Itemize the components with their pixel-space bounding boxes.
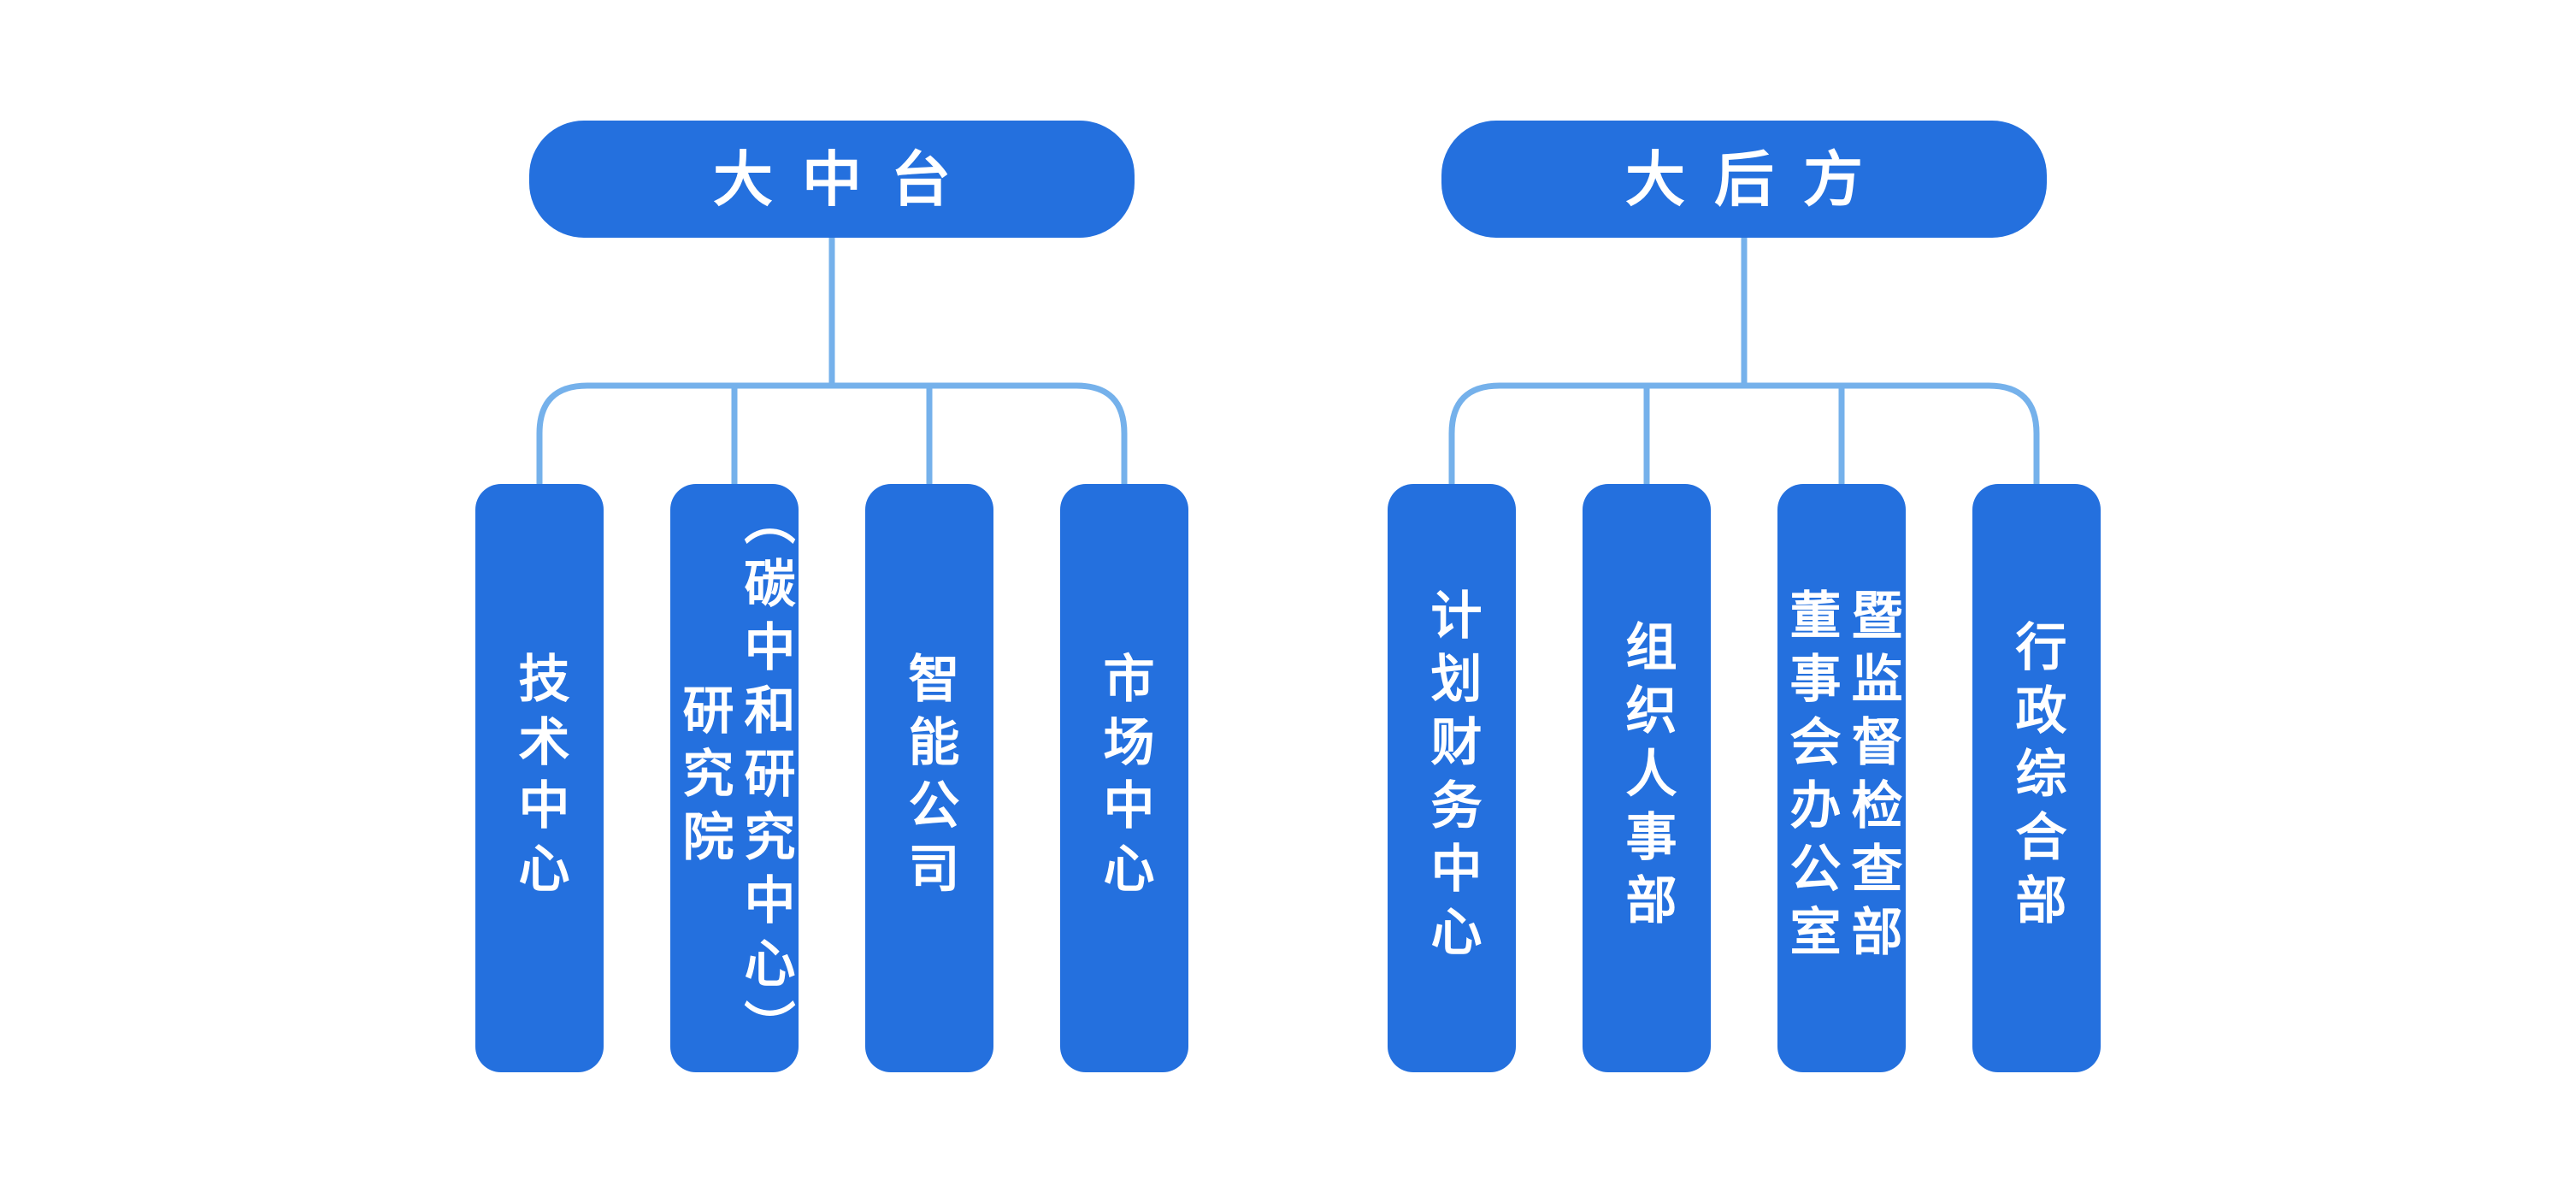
child-node: 计划财务中心 [1388,484,1516,1072]
child-node: 董事会办公室 暨监督检查部 [1777,484,1906,1072]
org-group: 大中台 技术中心 研究院 （碳中和研究中心） 智能公司 市场中心 [475,121,1188,1072]
parent-node: 大后方 [1441,121,2047,238]
parent-node: 大中台 [529,121,1135,238]
child-node-label: 董事会办公室 暨监督检查部 [1783,588,1901,968]
parent-node-label: 大中台 [713,145,980,213]
child-node-label: 组织人事部 [1618,620,1676,936]
child-node: 市场中心 [1060,484,1188,1072]
children-row: 计划财务中心 组织人事部 董事会办公室 暨监督检查部 行政综合部 [1388,484,2101,1072]
child-node: 研究院 （碳中和研究中心） [670,484,799,1072]
child-node-label: 行政综合部 [2008,620,2066,936]
org-group: 大后方 计划财务中心 组织人事部 董事会办公室 暨监督检查部 行政综合部 [1388,121,2101,1072]
connector-lines [1448,238,2040,484]
connector-rail [1448,382,2040,484]
child-node-label: 计划财务中心 [1424,588,1481,968]
connector-rail [536,382,1128,484]
parent-node-label: 大后方 [1625,145,1892,213]
children-row: 技术中心 研究院 （碳中和研究中心） 智能公司 市场中心 [475,484,1188,1072]
child-node-label: 研究院 （碳中和研究中心） [675,493,794,1063]
child-node: 行政综合部 [1972,484,2101,1072]
child-node: 技术中心 [475,484,604,1072]
connector-lines [536,238,1128,484]
child-node: 组织人事部 [1583,484,1711,1072]
child-node-label: 智能公司 [901,652,958,905]
child-node-label: 技术中心 [511,652,569,905]
child-node-label: 市场中心 [1096,652,1153,905]
child-node: 智能公司 [865,484,993,1072]
